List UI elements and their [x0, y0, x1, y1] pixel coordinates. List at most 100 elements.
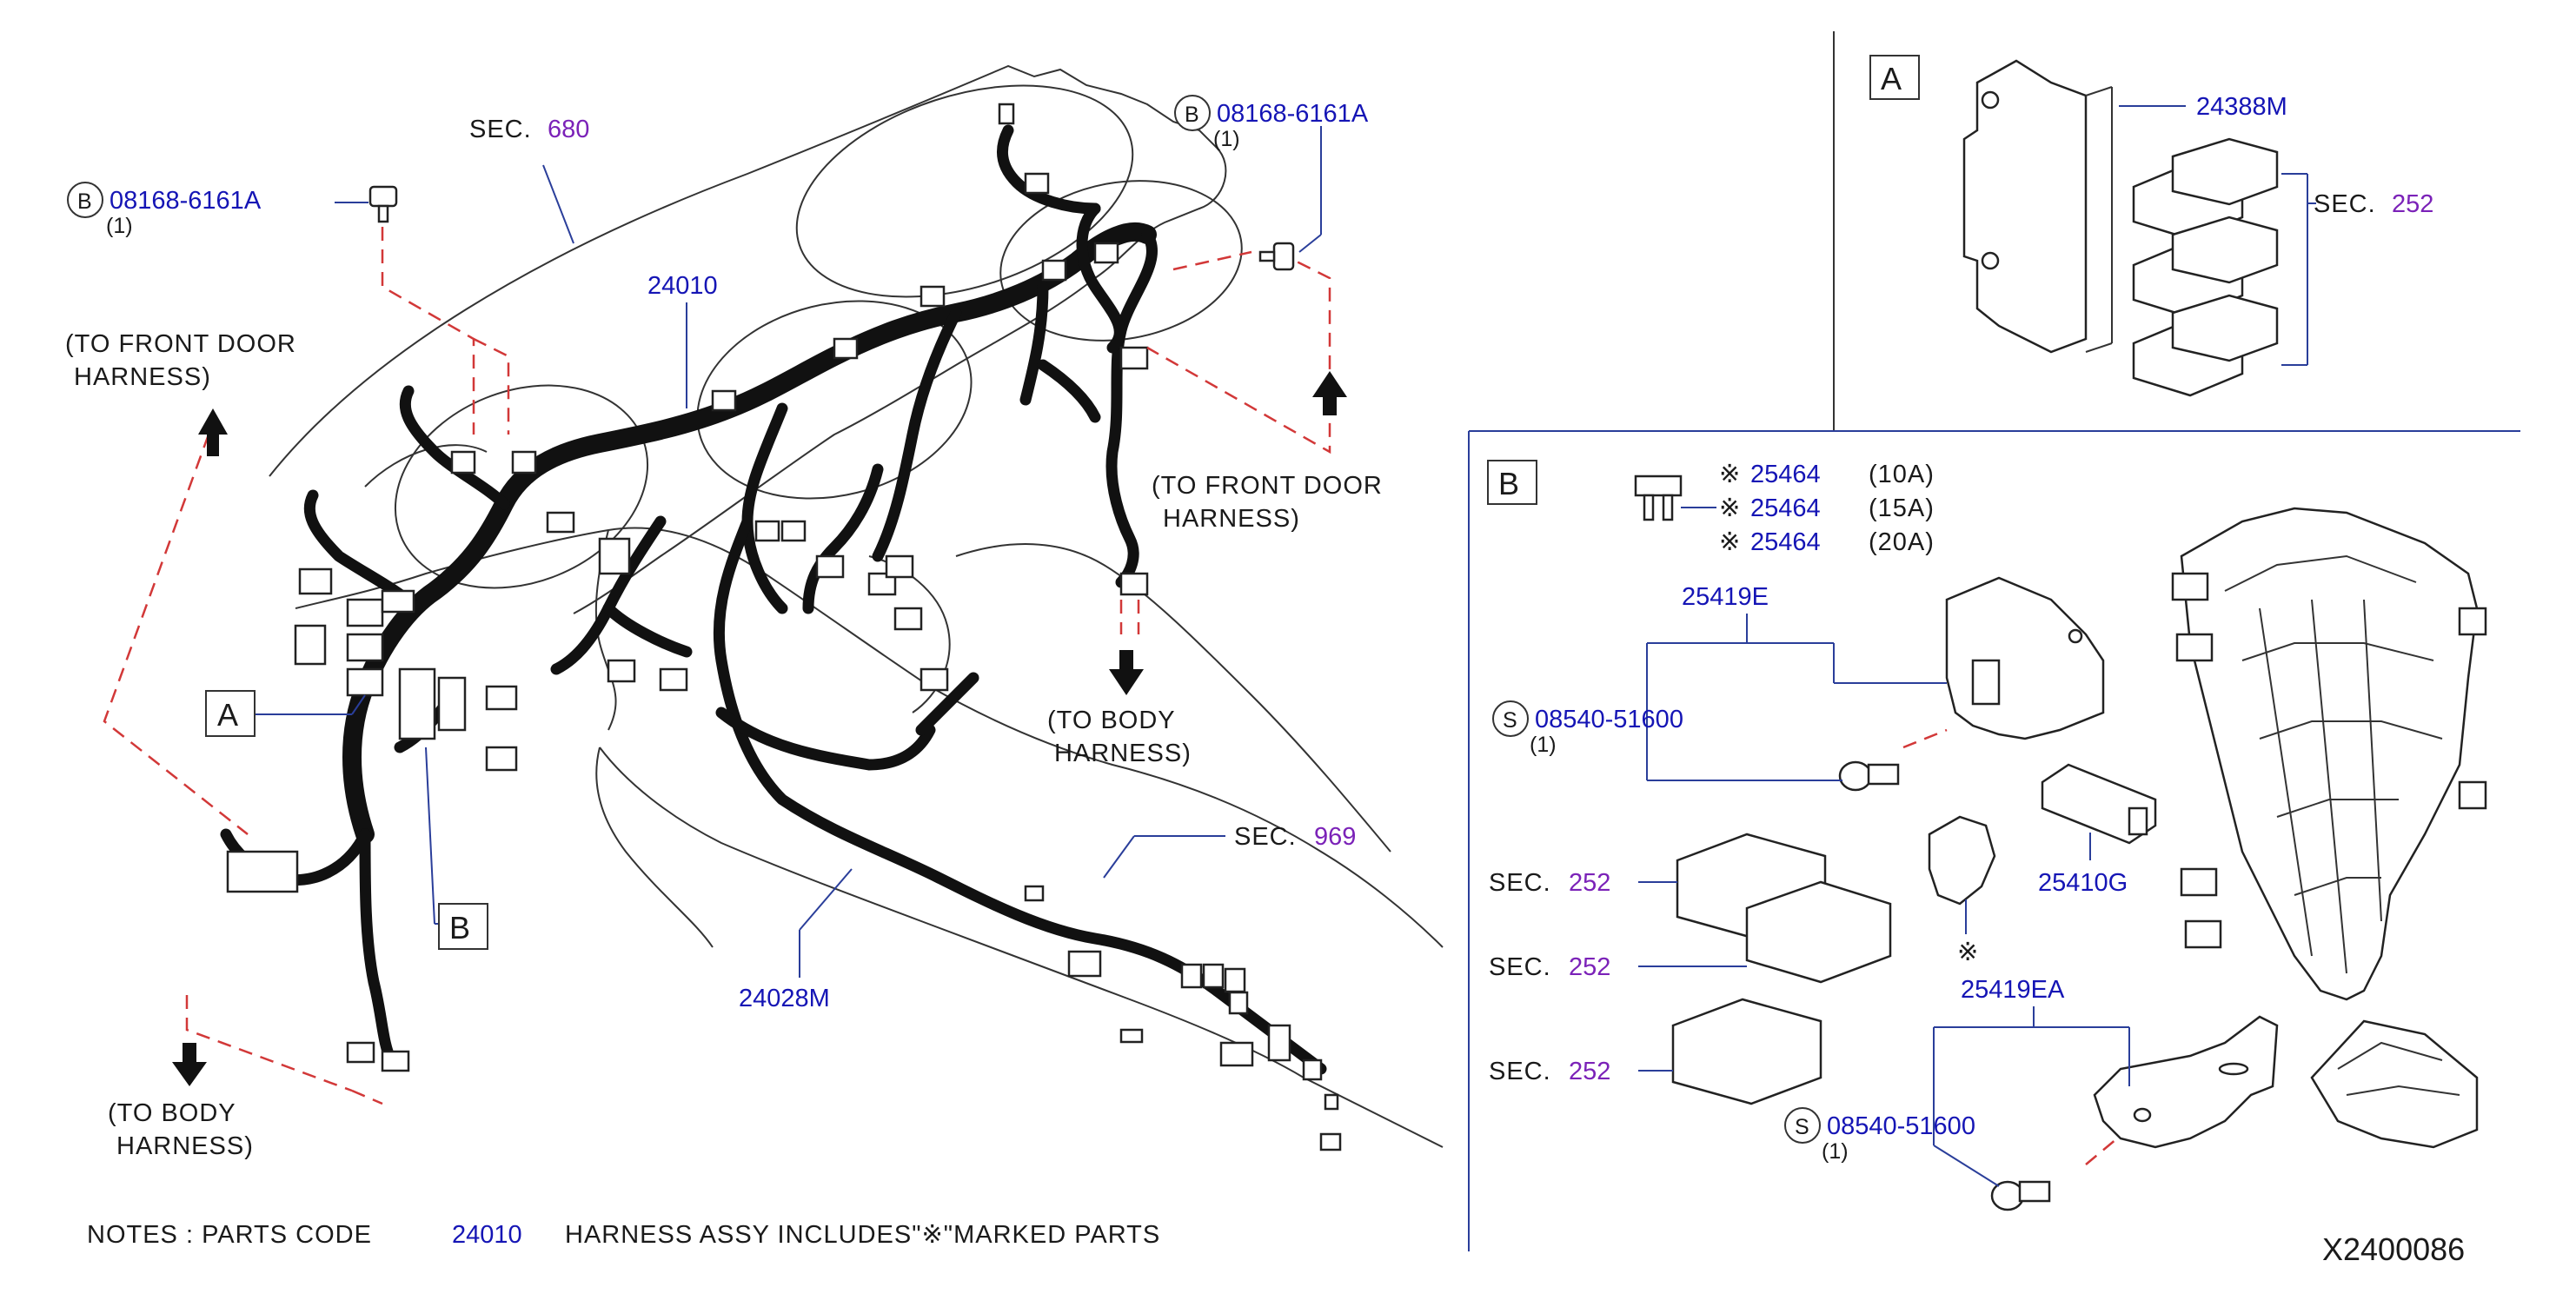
screw-icon: [1838, 760, 1900, 792]
svg-text:(1): (1): [106, 214, 133, 238]
callout-b-main: B: [438, 903, 488, 950]
callout-a-main: A: [205, 690, 256, 737]
fuse-row-10a: ※ 25464 (10A): [1719, 461, 1935, 488]
svg-text:B: B: [1498, 466, 1520, 501]
svg-text:HARNESS): HARNESS): [74, 363, 211, 391]
relay-icon: [1671, 833, 1892, 1105]
arrow-up-icon: [198, 408, 228, 456]
label-to-body-right: (TO BODY HARNESS): [1047, 707, 1192, 767]
label-25419e: 25419E: [1682, 583, 1769, 611]
svg-text:HARNESS): HARNESS): [1163, 505, 1300, 533]
svg-text:SEC.: SEC.: [1489, 869, 1551, 897]
leader-relays-b: [1638, 881, 1747, 1072]
svg-text:HARNESS): HARNESS): [1054, 740, 1192, 767]
label-harness-24010: 24010: [647, 272, 718, 300]
leader-a: [2119, 105, 2316, 366]
fuse-row-20a: ※ 25464 (20A): [1719, 528, 1935, 556]
label-to-front-door-right: (TO FRONT DOOR HARNESS): [1152, 472, 1383, 533]
dashed-reference-lines: [103, 204, 2139, 1165]
label-24388m: 24388M: [2196, 93, 2287, 121]
svg-text:(15A): (15A): [1869, 494, 1935, 522]
svg-text:A: A: [217, 697, 239, 733]
label-sec-680: SEC. 680: [469, 116, 589, 143]
fuse-list: ※ 25464 (10A) ※ 25464 (15A) ※ 25464 (20A…: [1719, 461, 1935, 556]
harness-connectors: [226, 103, 1342, 1151]
arrow-down-icon: [172, 1043, 207, 1086]
detail-a-title: A: [1869, 55, 1920, 100]
svg-text:252: 252: [1569, 1058, 1610, 1085]
svg-text:(TO FRONT DOOR: (TO FRONT DOOR: [1152, 472, 1383, 500]
screw-icon: [1990, 1180, 2051, 1211]
label-bolt-left: B 08168-6161A (1): [67, 182, 262, 238]
label-harness-24028m: 24028M: [739, 985, 830, 1012]
bolt-icon: [1258, 242, 1295, 271]
svg-text:(TO BODY: (TO BODY: [108, 1099, 236, 1127]
label-relay-b-2: SEC. 252: [1489, 953, 1610, 981]
svg-text:25464: 25464: [1750, 528, 1821, 556]
relay-icon: [2132, 137, 2279, 397]
svg-text:HARNESS ASSY INCLUDES"※"MARK: HARNESS ASSY INCLUDES"※"MARKED PARTS: [565, 1221, 1160, 1249]
label-relay-b-1: SEC. 252: [1489, 869, 1610, 897]
svg-text:24010: 24010: [452, 1221, 522, 1249]
svg-text:SEC.: SEC.: [1489, 953, 1551, 981]
mark-fuse-puller: ※: [1957, 939, 1979, 966]
svg-text:S: S: [1795, 1115, 1809, 1139]
label-screw-upper: S 08540-51600 (1): [1492, 700, 1683, 757]
label-bolt-right: B 08168-6161A (1): [1174, 95, 1369, 151]
instrument-panel-outline: [269, 64, 1444, 1148]
label-relay-b-3: SEC. 252: [1489, 1058, 1610, 1085]
svg-text:NOTES : PARTS CODE: NOTES : PARTS CODE: [87, 1221, 372, 1249]
svg-text:252: 252: [1569, 953, 1610, 981]
svg-text:SEC.: SEC.: [1489, 1058, 1551, 1085]
svg-text:SEC.: SEC.: [469, 116, 532, 143]
svg-text:252: 252: [1569, 869, 1610, 897]
leader-lines: [254, 126, 1322, 978]
label-25419ea: 25419EA: [1961, 976, 2065, 1004]
fuse-puller-icon: [1928, 815, 1996, 906]
fuse-row-15a: ※ 25464 (15A): [1719, 494, 1935, 522]
svg-text:(1): (1): [1822, 1139, 1849, 1164]
label-25410g: 25410G: [2038, 869, 2128, 897]
arrow-down-icon: [1109, 650, 1144, 695]
svg-text:B: B: [449, 910, 471, 946]
svg-text:S: S: [1503, 708, 1517, 733]
svg-text:SEC.: SEC.: [1234, 823, 1297, 851]
svg-text:(1): (1): [1530, 733, 1557, 757]
svg-text:SEC.: SEC.: [2314, 190, 2376, 218]
label-to-front-door-left: (TO FRONT DOOR HARNESS): [65, 330, 295, 391]
svg-text:08168-6161A: 08168-6161A: [110, 187, 262, 215]
svg-text:08540-51600: 08540-51600: [1535, 706, 1683, 733]
svg-text:(10A): (10A): [1869, 461, 1935, 488]
notes-line: NOTES : PARTS CODE 24010 HARNESS ASSY IN…: [87, 1221, 1160, 1249]
clip-25410g: [2041, 763, 2157, 845]
fuse-block-cover-icon: [2310, 1019, 2479, 1149]
label-sec-969: SEC. 969: [1234, 823, 1356, 851]
bracket-25419ea: [2093, 1015, 2279, 1149]
svg-text:25464: 25464: [1750, 461, 1821, 488]
label-detail-a-sec-252: SEC. 252: [2314, 190, 2433, 218]
svg-text:HARNESS): HARNESS): [116, 1132, 254, 1160]
fuse-icon: [1634, 474, 1683, 521]
svg-text:※: ※: [1719, 494, 1741, 522]
svg-text:969: 969: [1314, 823, 1356, 851]
svg-text:08168-6161A: 08168-6161A: [1217, 100, 1369, 128]
detail-a-bracket: [1962, 59, 2113, 354]
svg-text:※: ※: [1719, 528, 1741, 556]
svg-text:(20A): (20A): [1869, 528, 1935, 556]
leader-25419ea: [1933, 1006, 2130, 1187]
fuse-block-icon: [2171, 507, 2487, 1001]
svg-text:25464: 25464: [1750, 494, 1821, 522]
svg-text:(TO BODY: (TO BODY: [1047, 707, 1176, 734]
svg-text:(1): (1): [1213, 127, 1240, 151]
diagram-id: X2400086: [2322, 1231, 2465, 1267]
bolt-icon: [368, 185, 398, 223]
label-to-body-left: (TO BODY HARNESS): [108, 1099, 254, 1160]
svg-text:680: 680: [548, 116, 589, 143]
detail-b-title: B: [1487, 460, 1537, 505]
svg-text:252: 252: [2392, 190, 2433, 218]
svg-text:08540-51600: 08540-51600: [1827, 1112, 1975, 1140]
svg-text:B: B: [1185, 103, 1199, 127]
leader-25419e: [1646, 614, 1947, 781]
arrow-up-icon: [1312, 371, 1347, 415]
panel-dividers: [1468, 31, 2520, 1251]
